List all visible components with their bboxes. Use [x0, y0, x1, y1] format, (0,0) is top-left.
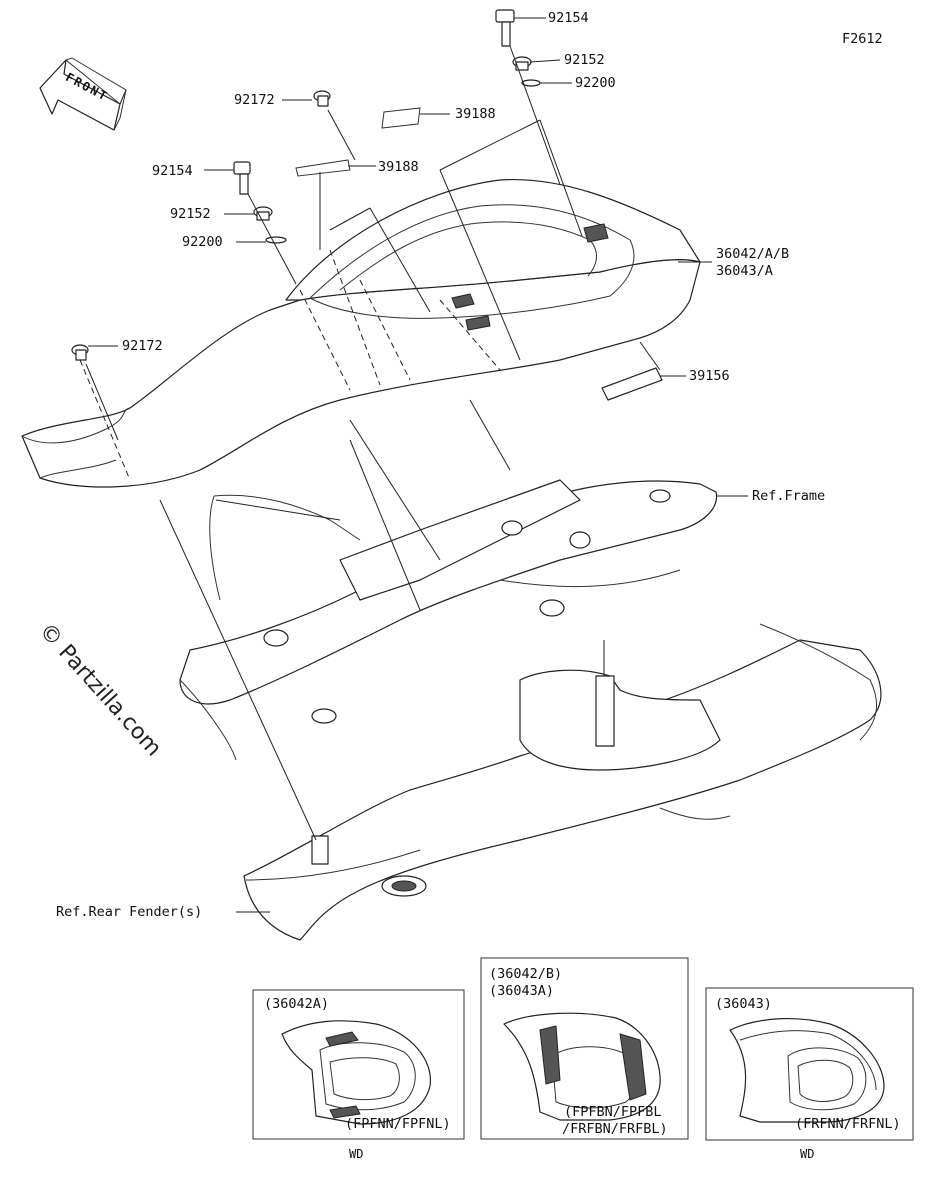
- callout-92152-left[interactable]: 92152: [170, 206, 211, 222]
- callout-ref-rear-fender[interactable]: Ref.Rear Fender(s): [56, 904, 203, 920]
- collar-92152-top-icon: [512, 56, 561, 71]
- label-39188-right-icon: [381, 107, 450, 129]
- variant-1-seat-cowl: [281, 1020, 431, 1125]
- variant-1-footer: WD: [349, 1147, 364, 1161]
- callout-36043[interactable]: 36043/A: [716, 263, 773, 279]
- callout-92172-top[interactable]: 92172: [234, 92, 275, 108]
- variant-box-3: [705, 987, 914, 1141]
- callout-39156[interactable]: 39156: [689, 368, 730, 384]
- callout-39188-left[interactable]: 39188: [378, 159, 419, 175]
- collar-92152-left-icon: [224, 206, 273, 221]
- screw-92172-top-icon: [282, 90, 356, 161]
- variant-box-2: [480, 957, 689, 1140]
- rear-frame: [179, 479, 718, 761]
- bolt-92154-left-icon: [204, 161, 251, 195]
- variant-2-codes2: /FRFBN/FRFBL): [562, 1121, 668, 1137]
- callout-39188-right[interactable]: 39188: [455, 106, 496, 122]
- label-39156-icon: [601, 341, 686, 401]
- variant-3-header: (36043): [715, 996, 772, 1012]
- diagram-id: F2612: [842, 31, 883, 47]
- callout-92154-left[interactable]: 92154: [152, 163, 193, 179]
- callout-92200-top[interactable]: 92200: [575, 75, 616, 91]
- callout-92172-left[interactable]: 92172: [122, 338, 163, 354]
- variant-2-header: (36042/B): [489, 966, 563, 982]
- washer-92200-top-icon: [521, 79, 572, 87]
- callout-92154-top[interactable]: 92154: [548, 10, 589, 26]
- variant-3-seat-cowl: [729, 1018, 885, 1123]
- variant-box-1: [252, 989, 465, 1140]
- bolt-92154-top-icon: [495, 9, 546, 47]
- callout-ref-frame[interactable]: Ref.Frame: [752, 488, 826, 504]
- callout-36042[interactable]: 36042/A/B: [716, 246, 790, 262]
- variant-2-seat-cowl: [503, 1012, 661, 1121]
- variant-3-footer: WD: [800, 1147, 815, 1161]
- rear-fender: [243, 623, 882, 941]
- screw-92172-left-icon: [71, 344, 119, 441]
- callout-92152-top[interactable]: 92152: [564, 52, 605, 68]
- variant-2-header2: (36043A): [489, 983, 555, 999]
- variant-1-header: (36042A): [264, 996, 330, 1012]
- front-arrow-icon: [39, 57, 127, 131]
- variant-2-codes: (FPFBN/FPFBL: [564, 1104, 662, 1120]
- variant-3-codes: (FRFNN/FRFNL): [795, 1116, 901, 1132]
- label-39188-left-icon: [295, 159, 376, 250]
- seat-cowl-36042: [21, 178, 701, 488]
- variant-1-codes: (FPFNN/FPFNL): [345, 1116, 451, 1132]
- callout-92200-left[interactable]: 92200: [182, 234, 223, 250]
- washer-92200-left-icon: [236, 236, 287, 244]
